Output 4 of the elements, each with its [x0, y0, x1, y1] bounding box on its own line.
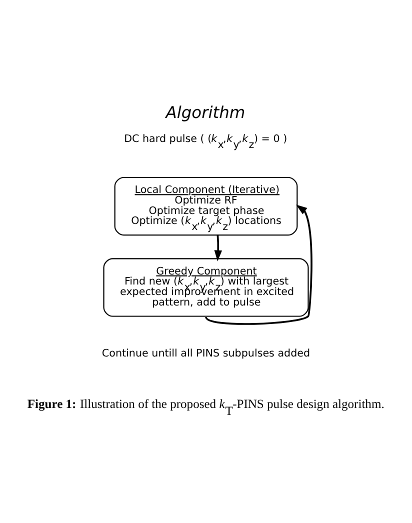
diagram-title: Algorithm	[166, 102, 246, 122]
arrow	[214, 234, 222, 261]
label: Continue untill all PINS subpulses added	[102, 346, 310, 359]
arrow	[205, 204, 312, 324]
